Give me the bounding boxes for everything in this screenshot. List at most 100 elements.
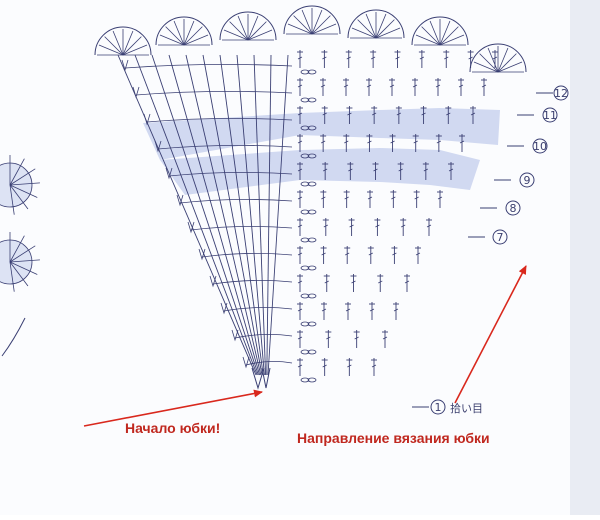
chain-line bbox=[151, 54, 259, 376]
row-marker-11: 11 bbox=[517, 107, 558, 123]
v-stitch-mark bbox=[231, 329, 239, 342]
stitch-cross-mark bbox=[368, 252, 373, 256]
chain-loop bbox=[307, 377, 317, 383]
stitch-cross-mark bbox=[392, 252, 397, 256]
stitch-cross-mark bbox=[468, 56, 473, 60]
v-stitch-mark bbox=[198, 248, 206, 261]
stitch-cross-mark bbox=[421, 112, 426, 116]
stitch-cross-mark bbox=[404, 280, 410, 284]
stitch-cross-mark bbox=[448, 168, 454, 172]
stitch-cross-mark bbox=[323, 224, 328, 228]
row-marker-12: 12 bbox=[536, 85, 569, 101]
row-number-circle bbox=[519, 172, 535, 188]
motif-stitch bbox=[9, 261, 15, 292]
scallop-arc bbox=[94, 26, 152, 56]
chain-loop bbox=[300, 97, 310, 103]
v-stitch-mark bbox=[242, 356, 250, 369]
scallop-stitch bbox=[122, 30, 134, 56]
start-v-stitches bbox=[251, 367, 271, 390]
scallop-stitch bbox=[429, 20, 441, 46]
row-arc bbox=[124, 64, 293, 69]
v-stitch-mark bbox=[165, 167, 173, 180]
chain-loop bbox=[307, 321, 317, 327]
scallop-arc bbox=[219, 11, 277, 41]
scallop-stitch bbox=[104, 36, 124, 56]
row-marker-10: 10 bbox=[507, 138, 548, 154]
stitch-cross-mark bbox=[390, 140, 395, 144]
motif-stitch bbox=[9, 184, 15, 215]
chain-loop bbox=[307, 97, 317, 103]
stitch-cross-mark bbox=[436, 140, 442, 144]
scallop-stitch bbox=[375, 13, 387, 39]
direction-arrow bbox=[454, 265, 527, 404]
stitch-cross-mark bbox=[395, 56, 400, 60]
chain-loop bbox=[300, 125, 310, 131]
scallop-stitch bbox=[497, 53, 517, 73]
page-edge-shadow bbox=[570, 0, 600, 515]
chain-loop bbox=[300, 153, 310, 159]
row-number-circle bbox=[492, 229, 508, 245]
stitch-cross-mark bbox=[297, 140, 303, 144]
row-arc bbox=[168, 172, 293, 177]
stitch-cross-mark bbox=[326, 336, 331, 340]
stitch-cross-mark bbox=[373, 168, 378, 172]
stitch-cross-mark bbox=[346, 56, 351, 60]
row-marker-7: 7 bbox=[468, 229, 508, 245]
stitch-cross-mark bbox=[297, 364, 303, 368]
stitch-cross-mark bbox=[437, 196, 443, 200]
stitch-cross-mark bbox=[375, 224, 380, 228]
row-arc bbox=[223, 307, 293, 312]
chain-line bbox=[168, 54, 261, 376]
stitch-cross-mark bbox=[366, 84, 372, 88]
scallop-stitch bbox=[237, 15, 249, 41]
row-number-circle bbox=[553, 85, 569, 101]
stitch-cross-mark bbox=[297, 112, 303, 116]
chain-loop bbox=[300, 209, 310, 215]
chain-loop bbox=[307, 125, 317, 131]
stitch-cross-mark bbox=[322, 112, 327, 116]
row-arc bbox=[179, 199, 293, 204]
motif-stitch bbox=[9, 182, 40, 186]
row-arc bbox=[234, 334, 293, 339]
chain-line bbox=[185, 54, 262, 376]
scallop-stitch bbox=[287, 23, 313, 35]
row-arc bbox=[157, 145, 293, 150]
chain-loop bbox=[307, 209, 317, 215]
stitch-cross-mark bbox=[370, 56, 376, 60]
scallop-stitch bbox=[223, 29, 249, 41]
scallop-stitch bbox=[173, 20, 185, 46]
chain-loop bbox=[300, 265, 310, 271]
scallop-stitch bbox=[247, 21, 267, 41]
v-stitch-mark bbox=[132, 86, 140, 99]
scallop-stitch bbox=[415, 34, 441, 46]
stitch-cross-mark bbox=[347, 112, 352, 116]
stitch-cross-mark bbox=[393, 308, 399, 312]
row-number-12: 12 bbox=[554, 87, 568, 100]
stitch-cross-mark bbox=[343, 84, 349, 88]
stitch-cross-mark bbox=[297, 308, 303, 312]
stitch-cross-mark bbox=[297, 224, 303, 228]
row-arc bbox=[135, 91, 293, 96]
row-number-circle bbox=[532, 138, 548, 154]
motif-curve-arrow bbox=[1, 317, 26, 357]
chain-loop bbox=[307, 293, 317, 299]
chain-line bbox=[236, 54, 265, 376]
stitch-cross-mark bbox=[419, 56, 425, 60]
stitch-cross-mark bbox=[344, 140, 349, 144]
stitch-cross-mark bbox=[446, 112, 451, 116]
stitch-cross-mark bbox=[345, 252, 350, 256]
scallop-arc bbox=[283, 5, 341, 35]
stitch-cross-mark bbox=[297, 56, 303, 60]
first-row-note: 拾い目 bbox=[450, 401, 483, 415]
stitch-cross-mark bbox=[398, 168, 403, 172]
chain-line bbox=[253, 54, 267, 376]
scallop-arc bbox=[155, 16, 213, 46]
scallop-stitch bbox=[122, 44, 148, 56]
row-marker-1: 1 拾い目 bbox=[412, 399, 483, 415]
row-arc bbox=[201, 253, 293, 258]
stitch-cross-mark bbox=[396, 112, 402, 116]
stitch-cross-mark bbox=[322, 364, 327, 368]
scallop-arc bbox=[347, 9, 405, 39]
chain-fan-lines bbox=[117, 54, 293, 390]
chain-loop bbox=[300, 69, 310, 75]
